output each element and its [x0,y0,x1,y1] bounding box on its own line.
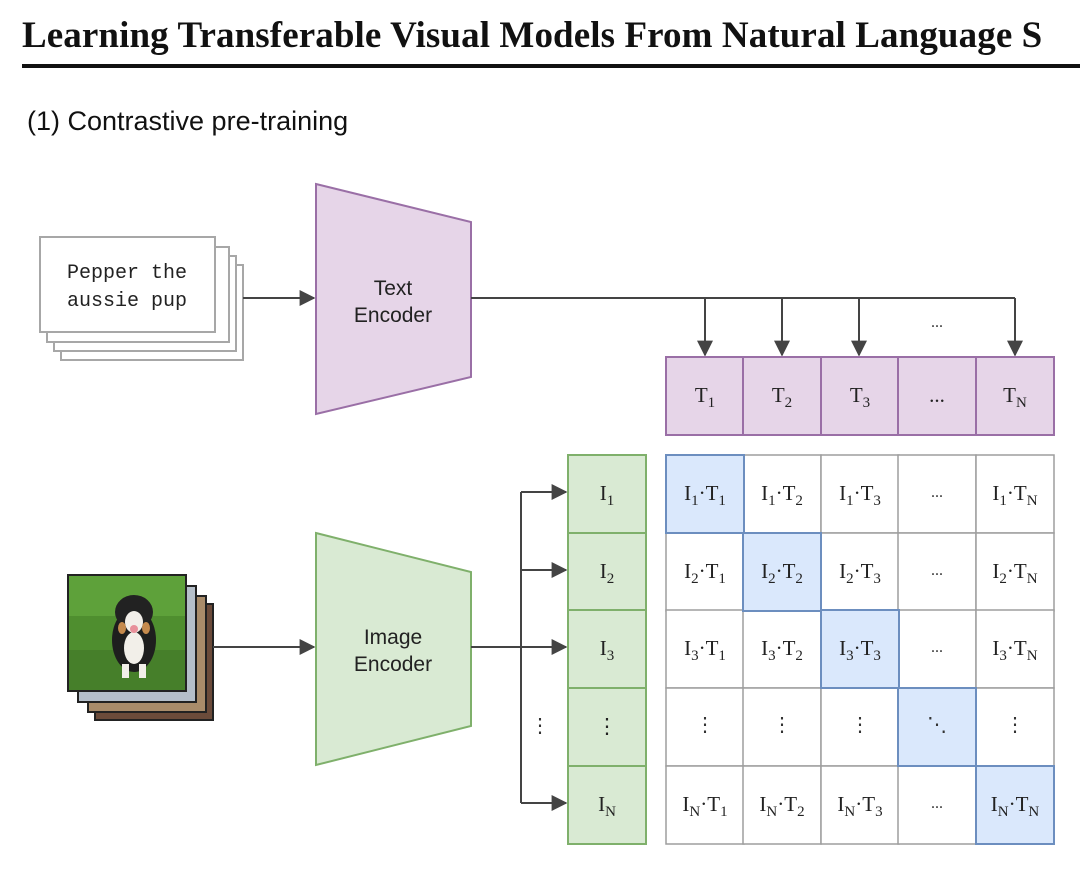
text-embedding-row: T1 T2 T3... TN [665,356,1055,436]
matrix-cell-2-3 [820,532,900,612]
matrix-label-3-1: I3·T1 [684,636,726,664]
matrix-label-4-2: ⋮ [772,714,792,736]
text-embedding-label-3: T3 [850,383,870,411]
title-rule [22,64,1080,68]
image-embedding-cell-4 [567,687,647,767]
matrix-label-2-1: I2·T1 [684,559,726,587]
matrix-label-3-4: ... [931,639,943,656]
text-fanout-ellipsis: ... [931,314,943,331]
text-card-line-1: Pepper the [67,262,187,285]
matrix-label-5-4: ... [931,795,943,812]
image-input-stack [67,574,214,721]
matrix-label-4-3: ⋮ [850,714,870,736]
image-embedding-label-5: IN [598,792,616,820]
matrix-cell-1-2 [742,454,822,534]
text-input-stack: Pepper the aussie pup [39,236,244,361]
matrix-label-2-5: I2·TN [992,559,1037,587]
matrix-cell-5-1 [665,765,745,845]
text-fanout-arrows: ... [471,297,1023,357]
similarity-matrix: I1·T1 I1·T2 I1·T3... I1·TN I2·T1 I2·T2 I2·T3..… [665,454,1055,845]
matrix-cell-5-3 [820,765,900,845]
page-title: Learning Transferable Visual Models From… [22,15,1043,56]
matrix-label-5-2: IN·T2 [759,792,804,820]
matrix-cell-3-5 [975,609,1055,689]
matrix-cell-4-1 [665,687,745,767]
text-encoder: Text Encoder [315,182,472,416]
text-embedding-label-5: TN [1003,383,1027,411]
text-embedding-cell-4 [897,356,977,436]
text-encoder-label-2: Encoder [354,304,432,327]
matrix-label-4-5: ⋮ [1005,714,1025,736]
matrix-label-4-4: ⋱ [927,714,947,736]
image-fanout-ellipsis: ⋮ [530,715,550,737]
image-encoder-label-2: Encoder [354,653,432,676]
text-embedding-label-1: T1 [695,383,715,411]
matrix-label-3-3: I3·T3 [839,636,881,664]
text-card-line-2: aussie pup [67,290,187,313]
matrix-label-5-5: IN·TN [991,792,1040,820]
matrix-label-5-3: IN·T3 [837,792,882,820]
matrix-label-1-1: I1·T1 [684,481,726,509]
matrix-label-5-1: IN·T1 [682,792,727,820]
section-label: (1) Contrastive pre-training [27,106,349,136]
matrix-label-1-2: I1·T2 [761,481,803,509]
image-encoder: Image Encoder [315,531,472,767]
image-embedding-label-2: I2 [600,559,615,587]
matrix-cell-2-5 [975,532,1055,612]
matrix-label-1-3: I1·T3 [839,481,881,509]
text-embedding-label-4: ... [929,383,945,407]
matrix-label-3-2: I3·T2 [761,636,803,664]
image-embedding-label-1: I1 [600,481,615,509]
matrix-cell-1-4 [897,454,977,534]
text-encoder-label-1: Text [374,277,413,300]
text-embedding-label-2: T2 [772,383,792,411]
matrix-cell-3-3 [820,609,900,689]
image-embedding-label-3: I3 [600,636,615,664]
image-embedding-label-4: ⋮ [597,714,618,738]
matrix-cell-1-1 [665,454,745,534]
text-embedding-cell-5 [975,356,1055,436]
image-encoder-label-1: Image [364,626,422,649]
matrix-cell-3-1 [665,609,745,689]
text-card-front [39,236,216,333]
matrix-cell-2-4 [897,532,977,612]
text-embedding-cell-2 [742,356,822,436]
image-embedding-cell-2 [567,532,647,612]
matrix-label-1-4: ... [931,484,943,501]
matrix-label-3-5: I3·TN [992,636,1037,664]
matrix-label-1-5: I1·TN [992,481,1037,509]
matrix-cell-5-4 [897,765,977,845]
matrix-cell-2-2 [742,532,822,612]
matrix-label-2-2: I2·T2 [761,559,803,587]
matrix-cell-5-5 [975,765,1055,845]
matrix-cell-4-2 [742,687,822,767]
matrix-cell-4-4 [897,687,977,767]
matrix-label-4-1: ⋮ [695,714,715,736]
image-embedding-cell-5 [567,765,647,845]
puppy-photo [67,574,187,692]
image-embedding-cell-3 [567,609,647,689]
matrix-label-2-4: ... [931,562,943,579]
image-fanout-arrows: ⋮ [471,484,568,811]
text-embedding-cell-3 [820,356,900,436]
matrix-label-2-3: I2·T3 [839,559,881,587]
matrix-cell-5-2 [742,765,822,845]
